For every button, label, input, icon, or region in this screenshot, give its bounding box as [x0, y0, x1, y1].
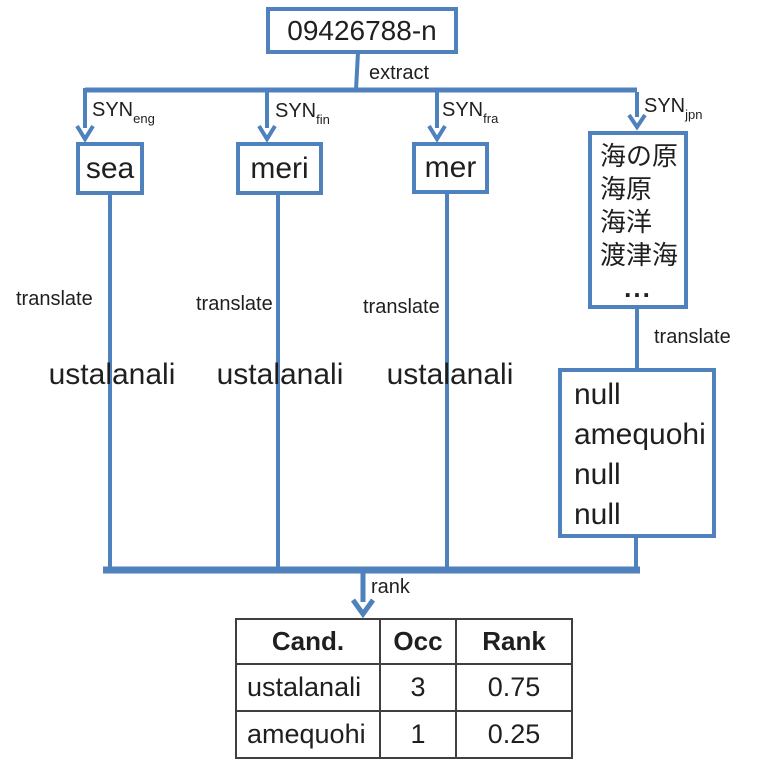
- synonym-term: meri: [250, 151, 309, 185]
- table-cell-rank: 0.25: [455, 710, 573, 759]
- syn-label-text: SYN: [442, 99, 484, 121]
- synonym-term: 海原: [600, 174, 653, 204]
- synonym-box-jpn: 海の原 海原 海洋 渡津海 ...: [588, 131, 688, 309]
- translation-candidate-eng: ustalanali: [48, 358, 176, 391]
- syn-label-text: SYN: [644, 95, 686, 117]
- synonym-box-fra: mer: [412, 142, 489, 194]
- synonym-box-fin: meri: [236, 142, 323, 195]
- table-cell-occ: 1: [379, 710, 457, 759]
- syn-label-lang: eng: [133, 111, 155, 126]
- table-header-cand: Cand.: [235, 618, 381, 665]
- synonym-term: 海の原: [600, 141, 679, 171]
- syn-eng-edge-label: SYNeng: [92, 99, 155, 126]
- syn-jpn-edge-label: SYNjpn: [644, 95, 703, 122]
- syn-label-lang: jpn: [685, 107, 703, 122]
- table-cell-occ: 3: [379, 663, 457, 712]
- synonym-box-eng: sea: [76, 142, 144, 195]
- table-cell-candidate: ustalanali: [235, 663, 381, 712]
- translation-results-box-jpn: null amequohi null null: [558, 368, 716, 538]
- synonym-term: 海洋: [600, 207, 653, 237]
- translation-candidate-fra: ustalanali: [386, 358, 514, 391]
- synset-id-text: 09426788-n: [287, 14, 437, 46]
- translate-edge-label-eng: translate: [16, 288, 93, 310]
- translate-edge-label-fra: translate: [363, 296, 440, 318]
- table-cell-rank: 0.75: [455, 663, 573, 712]
- extract-edge-label: extract: [369, 62, 430, 84]
- edge-extract-stem: [354, 51, 360, 91]
- translation-result: null: [574, 498, 621, 531]
- candidate-rank-table: Cand. Occ Rank ustalanali 3 0.75 amequoh…: [235, 618, 573, 759]
- synonym-term: sea: [85, 151, 135, 185]
- arrowhead-syn-eng-icon: [75, 124, 95, 143]
- table-header-rank: Rank: [455, 618, 573, 665]
- syn-label-text: SYN: [92, 99, 134, 121]
- syn-label-text: SYN: [275, 100, 317, 122]
- translation-result: amequohi: [574, 418, 706, 451]
- syn-label-lang: fra: [483, 111, 499, 126]
- table-header-occ: Occ: [379, 618, 457, 665]
- syn-label-lang: fin: [316, 112, 330, 127]
- translate-edge-label-fin: translate: [196, 293, 273, 315]
- table-row: amequohi 1 0.25: [235, 710, 573, 759]
- translation-candidate-fin: ustalanali: [216, 358, 344, 391]
- syn-fin-edge-label: SYNfin: [275, 100, 330, 127]
- arrowhead-syn-fra-icon: [427, 124, 447, 143]
- arrowhead-syn-jpn-icon: [627, 113, 647, 131]
- table-header-row: Cand. Occ Rank: [235, 618, 573, 665]
- table-row: ustalanali 3 0.75: [235, 663, 573, 712]
- syn-fra-edge-label: SYNfra: [442, 99, 499, 126]
- translation-result: null: [574, 378, 621, 411]
- arrowhead-rank-icon: [350, 598, 376, 619]
- synset-id-box: 09426788-n: [266, 7, 458, 54]
- ellipsis-text: ...: [624, 273, 652, 303]
- translation-result: null: [574, 458, 621, 491]
- synonym-term: mer: [424, 151, 477, 184]
- arrowhead-syn-fin-icon: [257, 124, 277, 143]
- rank-edge-label: rank: [371, 576, 410, 598]
- translate-edge-label-jpn: translate: [654, 326, 731, 348]
- synonym-term: 渡津海: [600, 240, 679, 270]
- table-cell-candidate: amequohi: [235, 710, 381, 759]
